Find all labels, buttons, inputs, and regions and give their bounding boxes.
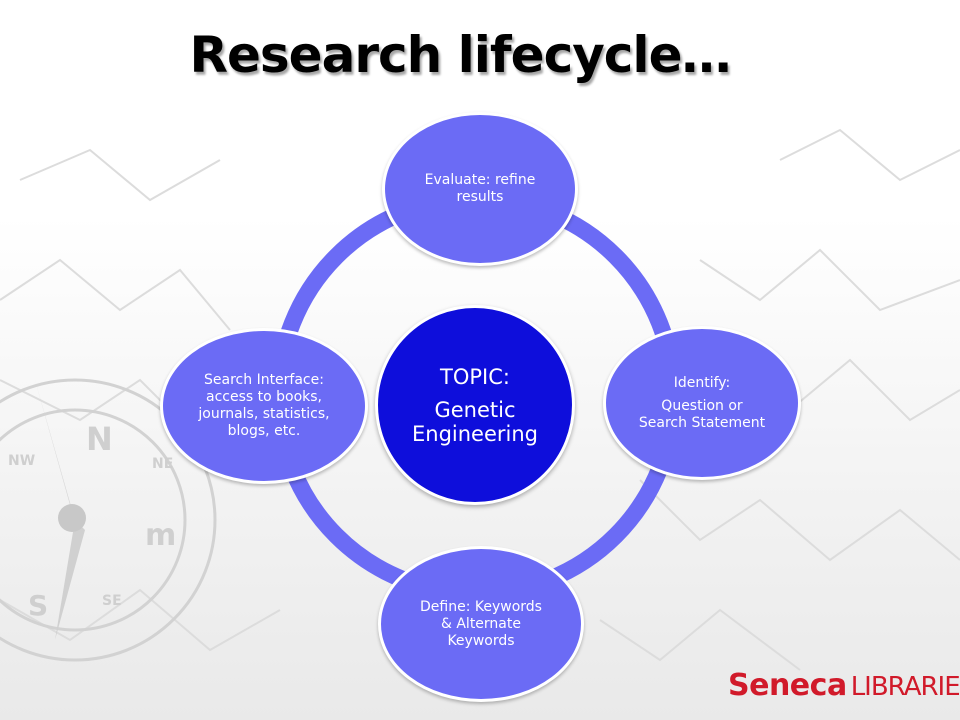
topic-heading: TOPIC:: [440, 365, 510, 389]
node-search-interface: Search Interface: access to books, journ…: [160, 328, 368, 484]
topic-text: Genetic Engineering: [412, 398, 538, 446]
node-evaluate-line-2: results: [456, 189, 504, 205]
seneca-libraries-logo: Seneca LIBRARIES: [728, 668, 960, 704]
node-define-line-1: Define: Keywords: [420, 598, 542, 615]
node-search-line-3: journals, statistics,: [198, 406, 330, 422]
logo-libraries: LIBRARIES: [850, 672, 960, 702]
node-identify-line-1: Identify:: [673, 374, 731, 391]
compass-letter-n: N: [86, 420, 113, 458]
node-define-line-2: & Alternate: [440, 615, 521, 632]
compass-letter-nw: NW: [8, 453, 35, 469]
node-identify: Identify: Question or Search Statement: [603, 326, 801, 480]
compass-letter-se: SE: [102, 593, 122, 609]
node-search-line-1: Search Interface:: [204, 372, 324, 388]
compass-letter-s: S: [28, 589, 48, 622]
compass-letter-m: m: [145, 518, 176, 553]
node-identify-line-2: Question or: [661, 397, 743, 414]
node-define: Define: Keywords & Alternate Keywords: [378, 546, 584, 702]
node-search-line-4: blogs, etc.: [227, 423, 301, 439]
slide-title: Research lifecycle…: [189, 26, 732, 84]
node-evaluate: Evaluate: refine results: [382, 112, 578, 266]
compass-letter-ne: NE: [152, 456, 173, 472]
logo-seneca: Seneca: [728, 668, 847, 703]
node-define-line-3: Keywords: [447, 632, 515, 649]
node-identify-line-3: Search Statement: [638, 414, 766, 431]
node-search-line-2: access to books,: [206, 389, 322, 405]
node-evaluate-line-1: Evaluate: refine: [424, 172, 536, 188]
topic-center-node: TOPIC: Genetic Engineering: [375, 305, 575, 505]
